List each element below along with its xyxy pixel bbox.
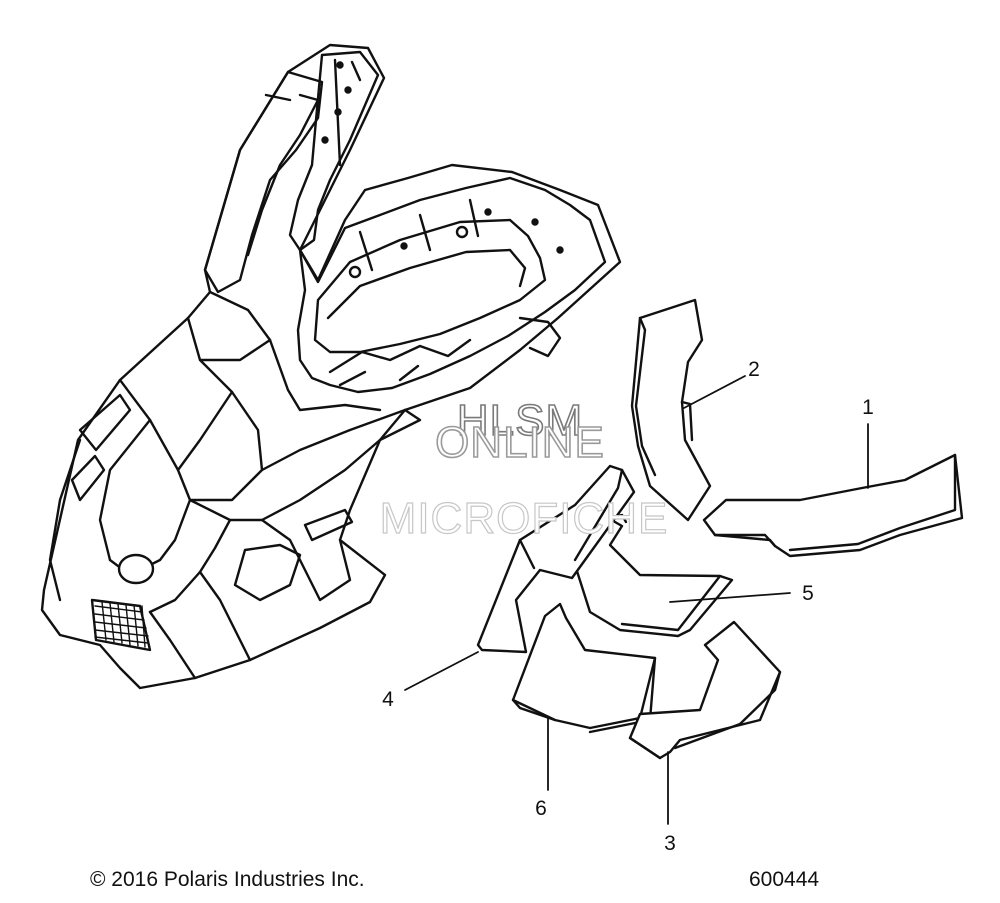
part-4-pad — [476, 464, 636, 654]
part-1-pad — [702, 453, 964, 558]
callout-1: 1 — [862, 396, 874, 419]
leader-lines — [404, 375, 869, 825]
grille-mesh — [94, 601, 149, 648]
callout-3: 3 — [664, 832, 676, 855]
figure-number: 600444 — [749, 868, 820, 891]
callout-6: 6 — [535, 797, 547, 820]
callout-4: 4 — [382, 688, 394, 711]
callout-labels: 1 2 3 4 5 6 — [382, 358, 874, 855]
part-5-pad — [574, 513, 734, 638]
part-2-pad — [630, 298, 712, 522]
hood-assembly — [40, 43, 622, 690]
callout-5: 5 — [802, 582, 814, 605]
callout-2: 2 — [748, 358, 760, 381]
copyright-text: © 2016 Polaris Industries Inc. — [90, 868, 365, 891]
